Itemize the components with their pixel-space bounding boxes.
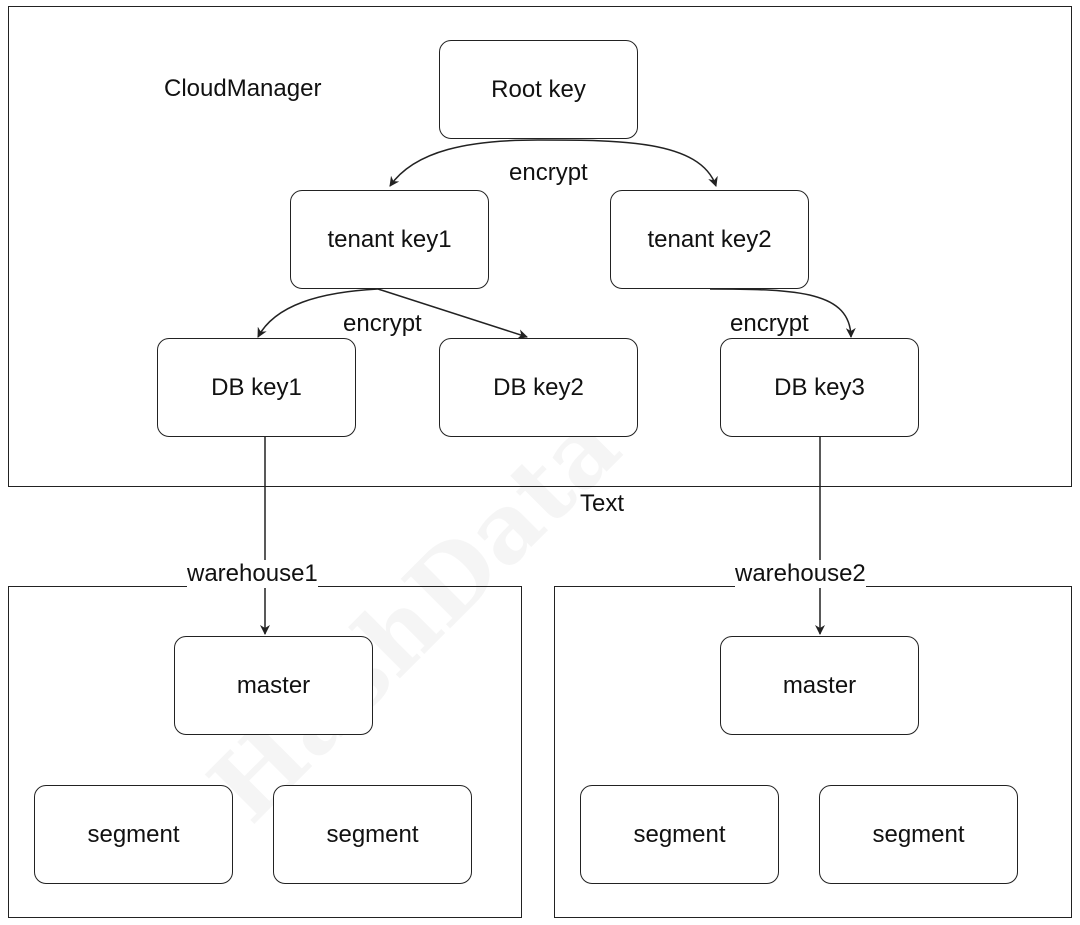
edge-root-to-tenant2: [537, 139, 718, 187]
cloudmanager-frame: [8, 6, 1072, 487]
db-key1-node: DB key1: [157, 338, 356, 437]
edge-tenant1-to-db1: [257, 288, 379, 338]
warehouse2-segment1-node: segment: [580, 785, 779, 884]
tenant-key1-node: tenant key1: [290, 190, 489, 289]
encrypt-label-tenant1: encrypt: [343, 310, 422, 337]
warehouse1-label: warehouse1: [187, 560, 318, 588]
warehouse2-master-node: master: [720, 636, 919, 735]
warehouse1-segment2-node: segment: [273, 785, 472, 884]
encrypt-label-root: encrypt: [509, 159, 588, 186]
warehouse2-segment2-node: segment: [819, 785, 1018, 884]
edge-tenant1-to-db2: [377, 288, 528, 339]
warehouse1-segment1-node: segment: [34, 785, 233, 884]
warehouse2-label: warehouse2: [735, 560, 866, 588]
text-label: Text: [580, 490, 625, 517]
edge-tenant2-to-db3: [709, 288, 856, 338]
encrypt-label-tenant2: encrypt: [730, 310, 809, 337]
edge-root-to-tenant1: [389, 139, 539, 187]
warehouse1-master-node: master: [174, 636, 373, 735]
tenant-key2-node: tenant key2: [610, 190, 809, 289]
db-key2-node: DB key2: [439, 338, 638, 437]
cloudmanager-title: CloudManager: [164, 75, 322, 102]
db-key3-node: DB key3: [720, 338, 919, 437]
root-key-node: Root key: [439, 40, 638, 139]
